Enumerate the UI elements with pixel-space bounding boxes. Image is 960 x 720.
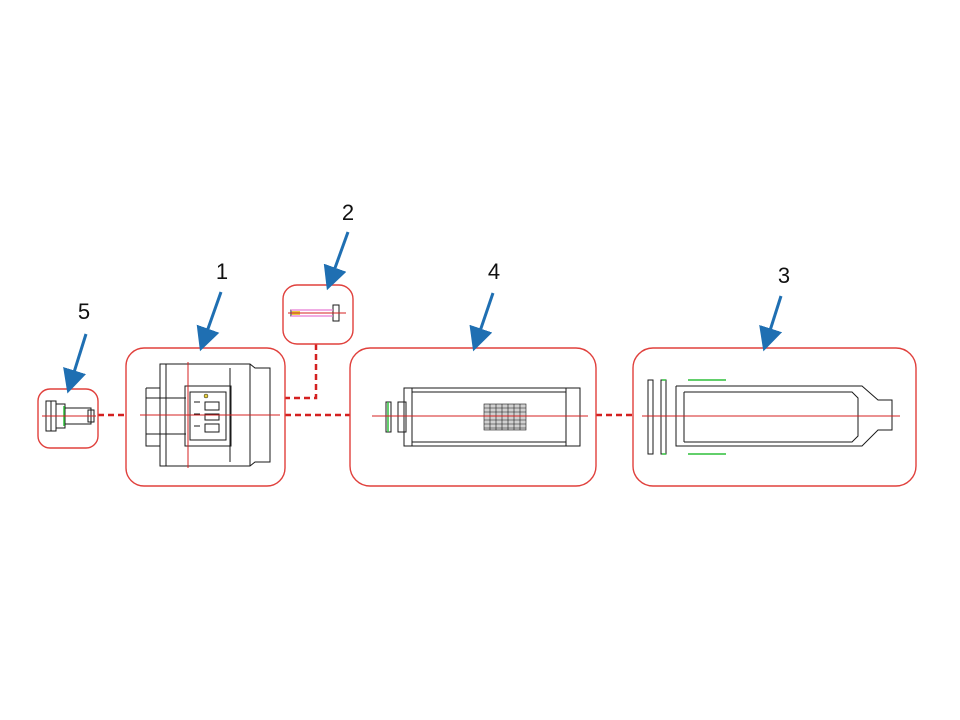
arrow-4: [469, 292, 495, 352]
callout-label-3: 3: [778, 263, 790, 288]
arrow-5: [63, 333, 88, 394]
callout-label-5: 5: [78, 299, 90, 324]
part-5-group: [37, 388, 99, 449]
part-4-drawing: [385, 387, 581, 447]
part-1-group: [125, 347, 286, 487]
callout-label-4: 4: [488, 259, 500, 284]
part-4-frame: [349, 347, 597, 487]
part-3-group: [632, 347, 917, 487]
callout-label-1: 1: [216, 259, 228, 284]
arrow-1: [196, 291, 223, 352]
callout-labels: 5 1 2 4 3: [78, 200, 790, 324]
connector-2-1: [285, 344, 318, 400]
part-4-group: [349, 347, 597, 487]
callout-label-2: 2: [342, 200, 354, 225]
part-3-frame: [632, 347, 917, 487]
part-4-hatched-zone: [483, 403, 527, 431]
part-3-seals: [662, 379, 726, 455]
part-2-frame: [282, 284, 354, 345]
arrow-2: [323, 231, 350, 291]
callout-arrows: [63, 231, 783, 394]
part-1-marker: [203, 393, 209, 399]
part-5-frame: [37, 388, 99, 449]
part-1-drawing: [145, 363, 271, 467]
part-3-drawing: [647, 379, 893, 455]
arrow-3: [759, 295, 783, 352]
connector-lines: [98, 344, 633, 417]
part-2-group: [282, 284, 354, 345]
